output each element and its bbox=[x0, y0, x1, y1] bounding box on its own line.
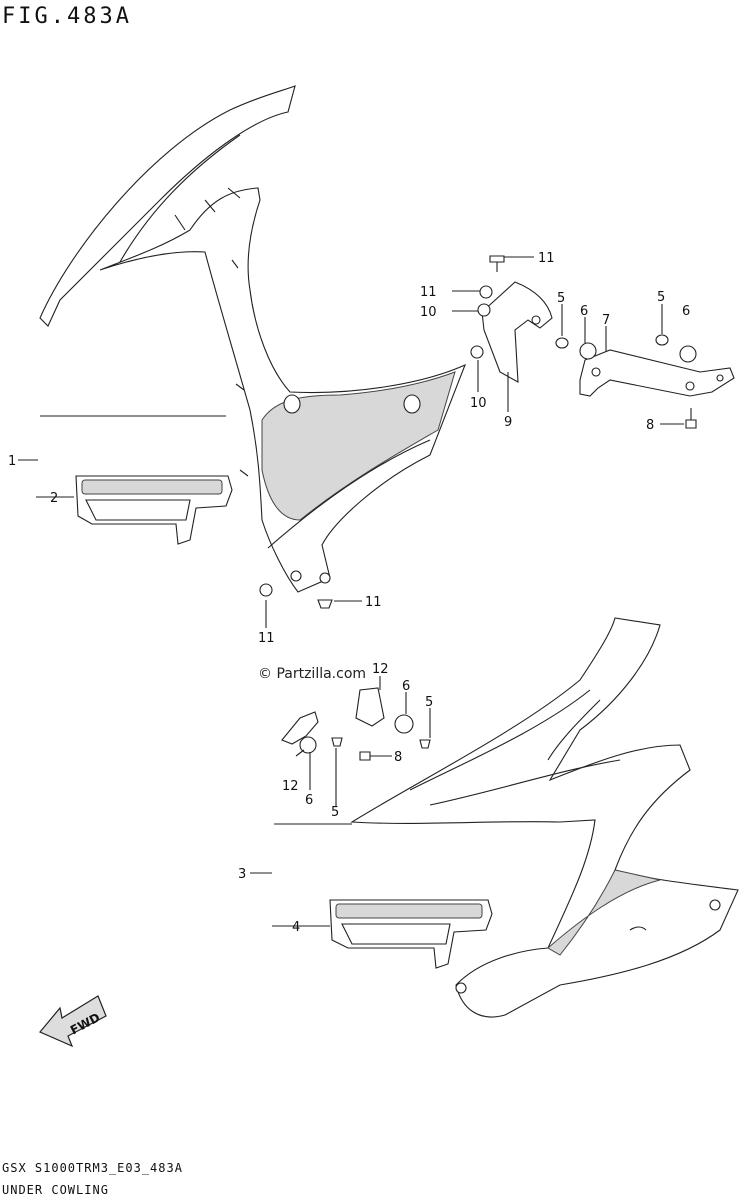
fwd-arrow-icon bbox=[39, 995, 107, 1048]
callout-5-d: 5 bbox=[331, 805, 339, 820]
callout-8-a: 8 bbox=[646, 418, 654, 433]
callout-12-a: 12 bbox=[372, 662, 389, 677]
fastener-set-lower bbox=[281, 687, 431, 761]
callout-10-b: 10 bbox=[470, 396, 487, 411]
callout-11-a: 11 bbox=[538, 251, 555, 266]
lower-cowl-panel bbox=[350, 617, 739, 1018]
callout-labels: 1 2 3 4 5 5 5 5 6 6 6 6 7 8 8 9 10 10 11… bbox=[8, 251, 690, 935]
callout-1: 1 bbox=[8, 454, 16, 469]
callout-3: 3 bbox=[238, 867, 246, 882]
callout-5-b: 5 bbox=[657, 290, 665, 305]
callout-5-a: 5 bbox=[557, 291, 565, 306]
callout-11-d: 11 bbox=[258, 631, 275, 646]
callout-5-c: 5 bbox=[425, 695, 433, 710]
callout-2: 2 bbox=[50, 491, 58, 506]
callout-11-c: 11 bbox=[365, 595, 382, 610]
callout-6-d: 6 bbox=[305, 793, 313, 808]
callout-6-b: 6 bbox=[682, 304, 690, 319]
emblem-upper bbox=[75, 475, 233, 545]
callout-12-b: 12 bbox=[282, 779, 299, 794]
callout-7: 7 bbox=[602, 313, 610, 328]
watermark: © Partzilla.com bbox=[258, 666, 367, 682]
leader-lines bbox=[18, 256, 684, 927]
figure-caption: UNDER COWLING bbox=[2, 1183, 109, 1197]
fastener-set-upper bbox=[259, 255, 697, 609]
callout-10-a: 10 bbox=[420, 305, 437, 320]
bracket-9 bbox=[481, 281, 553, 383]
callout-11-b: 11 bbox=[420, 285, 437, 300]
bracket-7 bbox=[579, 349, 735, 397]
figure-code: GSX S1000TRM3_E03_483A bbox=[2, 1161, 183, 1175]
callout-6-c: 6 bbox=[402, 679, 410, 694]
emblem-lower bbox=[329, 899, 493, 969]
callout-6-a: 6 bbox=[580, 304, 588, 319]
figure-title: FIG.483A bbox=[2, 4, 132, 29]
callout-9: 9 bbox=[504, 415, 512, 430]
callout-8-b: 8 bbox=[394, 750, 402, 765]
upper-cowl-panel bbox=[39, 85, 466, 593]
callout-4: 4 bbox=[292, 920, 300, 935]
